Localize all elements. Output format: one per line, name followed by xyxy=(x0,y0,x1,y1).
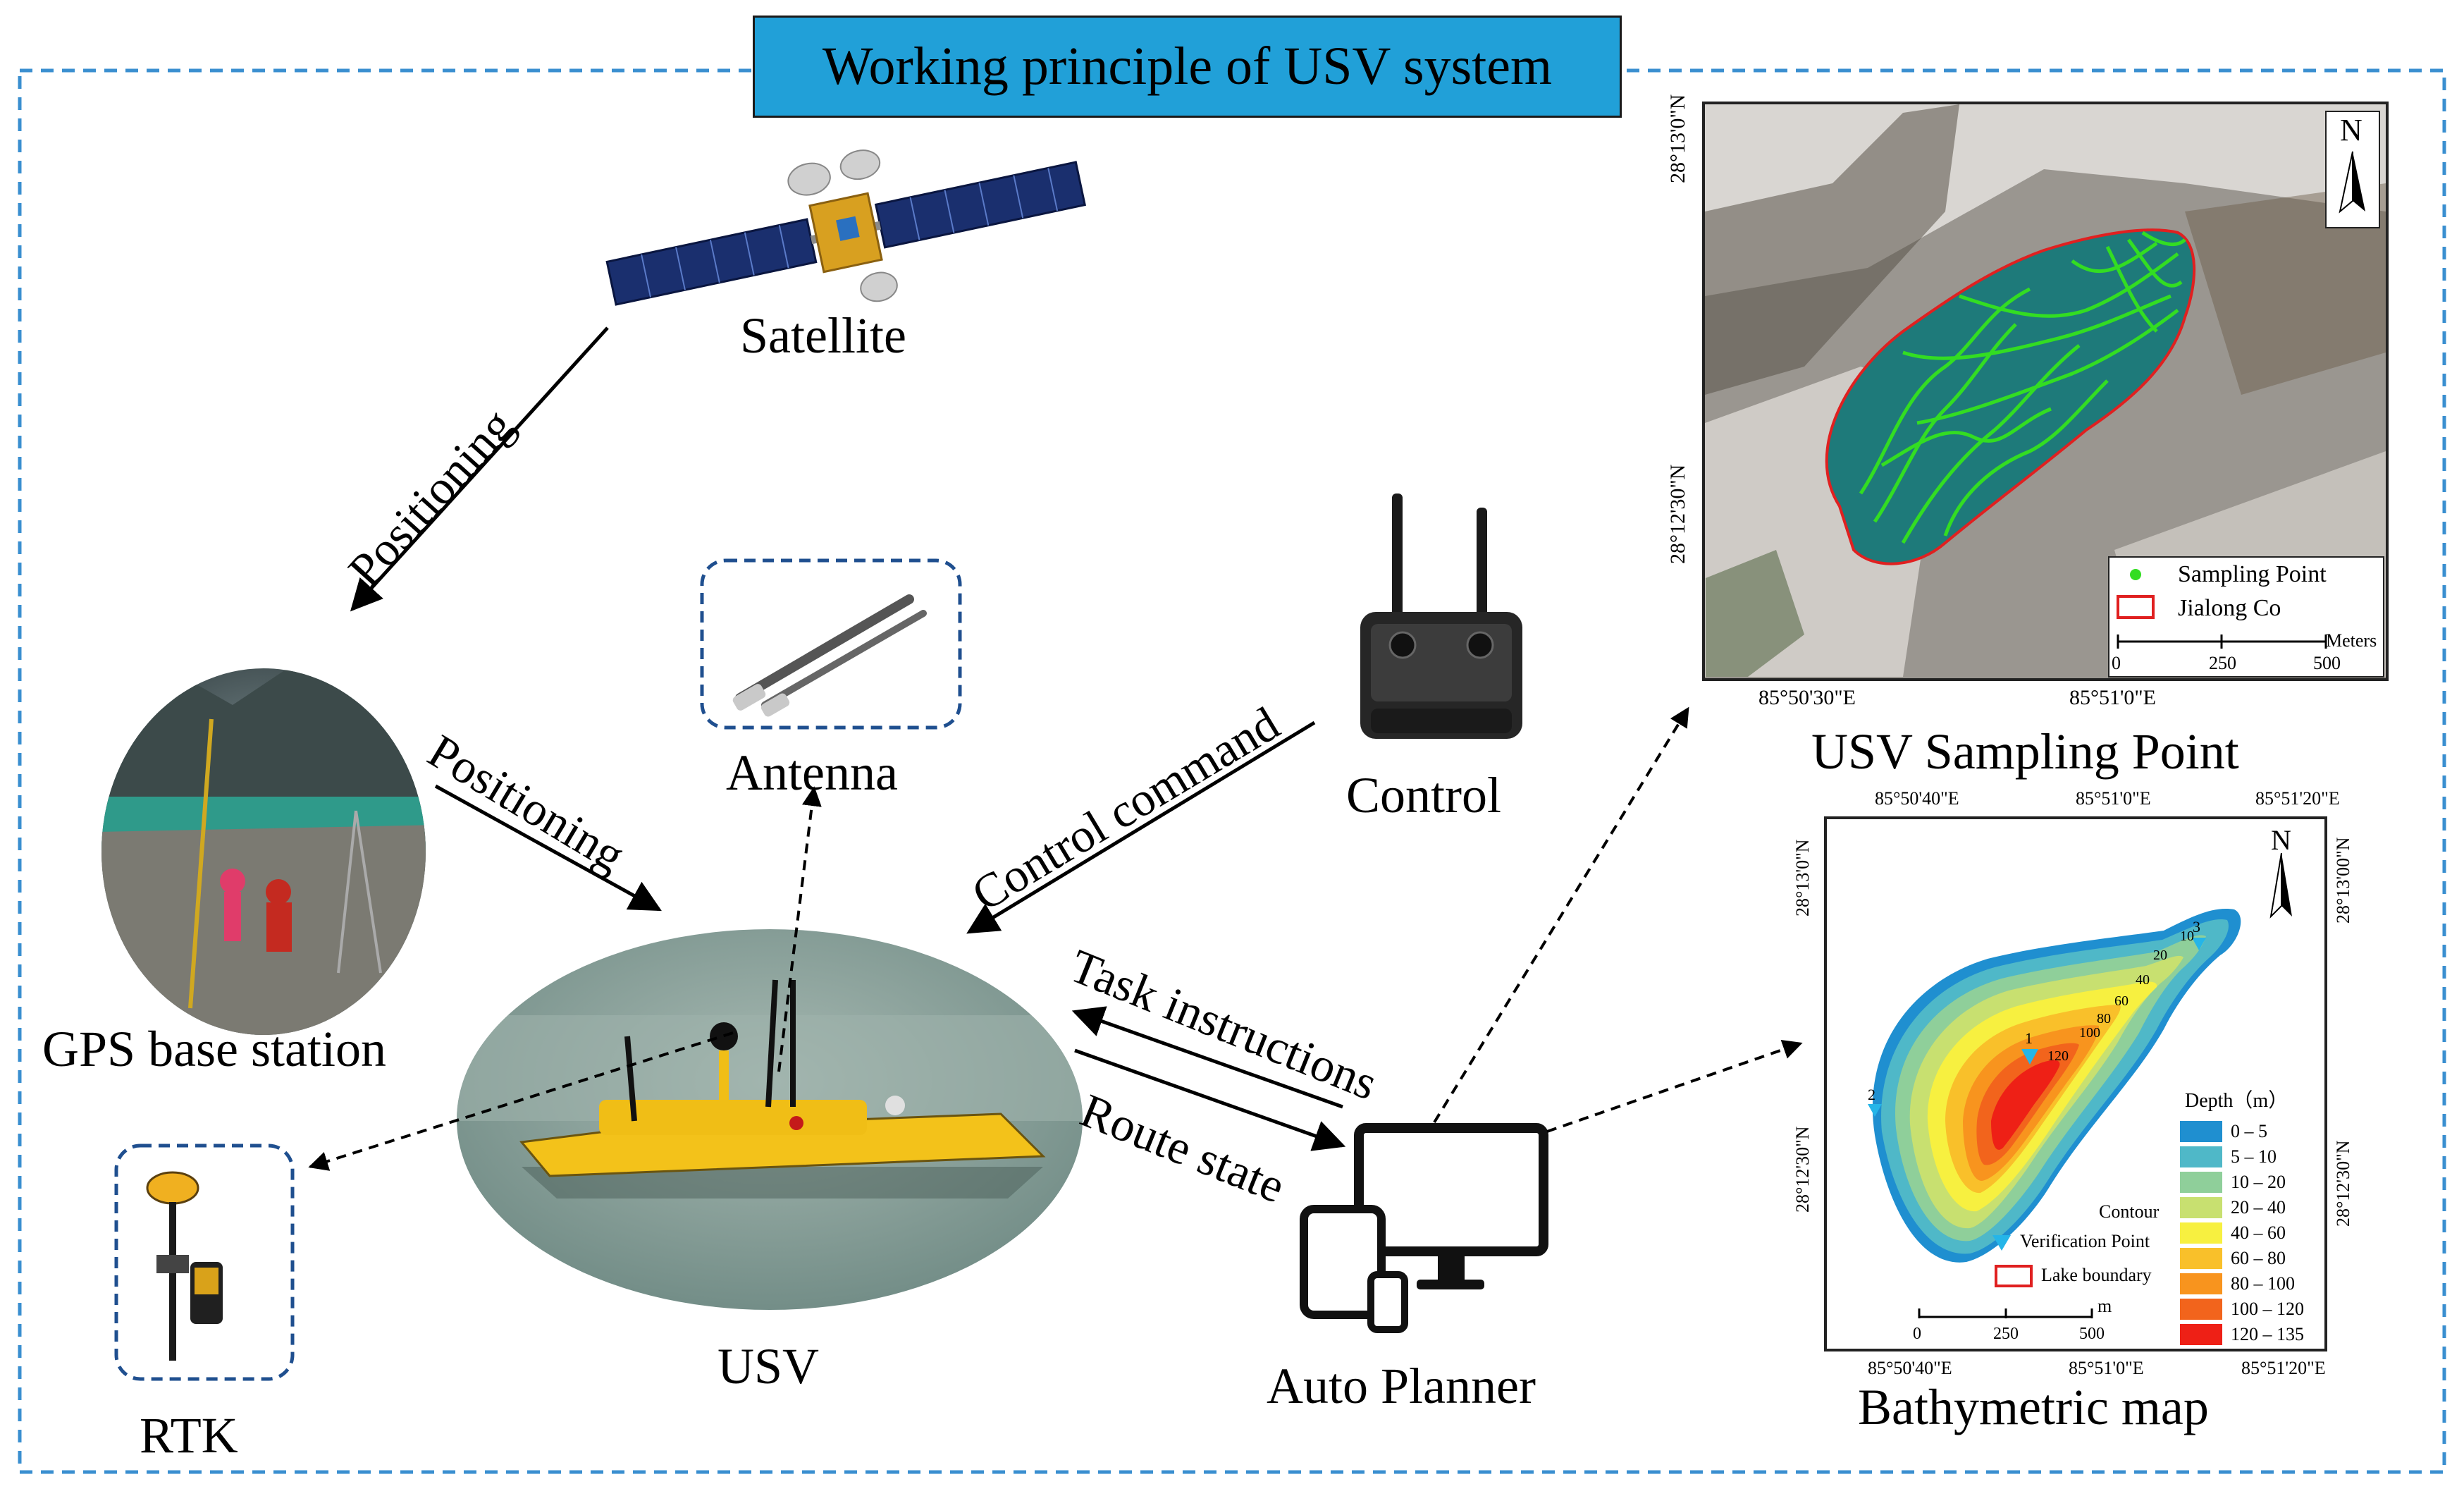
usv-label: USV xyxy=(717,1338,820,1394)
auto-planner-icon xyxy=(1300,1123,1548,1333)
satellite-icon xyxy=(605,149,1087,306)
arrow-task-instructions xyxy=(1071,1006,1343,1109)
usv-photo xyxy=(457,929,1083,1310)
bathy-lon-bottom-1: 85°50'40"E xyxy=(1868,1358,1952,1378)
arrow-gps-to-usv xyxy=(434,784,662,912)
contour-value: 40 xyxy=(2136,972,2150,988)
depth-swatch xyxy=(2180,1324,2222,1345)
bathy-lon-top-1: 85°50'40"E xyxy=(1875,788,1959,809)
point-label: 3 xyxy=(2193,918,2200,936)
arrow-planner-to-sampling-map xyxy=(1433,706,1689,1124)
contour-value: 80 xyxy=(2097,1011,2111,1026)
arrow-satellite-to-gps xyxy=(350,326,609,612)
arrow-planner-to-bathymetric-map xyxy=(1546,1040,1803,1133)
bathymetric-map xyxy=(1824,816,2327,1351)
depth-class-label: 40 – 60 xyxy=(2231,1222,2286,1243)
sampling-map-lon-right: 85°51'0"E xyxy=(2069,686,2156,709)
depth-class-label: 5 – 10 xyxy=(2231,1146,2277,1167)
depth-legend-title: Depth（m） xyxy=(2185,1090,2289,1112)
bathy-lon-top-2: 85°51'0"E xyxy=(2076,788,2151,809)
sampling-map-lon-left: 85°50'30"E xyxy=(1758,686,1856,709)
bathy-lat-left-1: 28°13'0"N xyxy=(1792,839,1813,917)
bathy-lon-bottom-2: 85°51'0"E xyxy=(2069,1358,2144,1378)
bathy-scale-0: 0 xyxy=(1913,1325,1921,1343)
bathy-lon-top-3: 85°51'20"E xyxy=(2255,788,2340,809)
contour-label: Contour xyxy=(2099,1201,2160,1222)
antenna-box xyxy=(700,558,962,730)
depth-legend-swatches xyxy=(2180,1121,2222,1345)
depth-class-label: 80 – 100 xyxy=(2231,1273,2295,1294)
satellite-label: Satellite xyxy=(740,307,906,364)
arrow-route-state xyxy=(1074,1048,1346,1151)
controller-icon xyxy=(1360,494,1522,739)
depth-swatch xyxy=(2180,1172,2222,1193)
depth-swatch xyxy=(2180,1146,2222,1167)
gps-base-station-photo xyxy=(101,668,426,1035)
sampling-scale-500: 500 xyxy=(2313,653,2341,673)
auto-planner-label: Auto Planner xyxy=(1267,1358,1536,1414)
verification-point-label: Verification Point xyxy=(2020,1231,2150,1251)
sampling-scale-unit: Meters xyxy=(2326,630,2377,651)
depth-swatch xyxy=(2180,1197,2222,1218)
sampling-scale-250: 250 xyxy=(2209,653,2236,673)
depth-class-label: 60 – 80 xyxy=(2231,1248,2286,1268)
sampling-point-tracks xyxy=(1859,231,2186,544)
rtk-box xyxy=(114,1144,295,1381)
bathy-lon-bottom-3: 85°51'20"E xyxy=(2241,1358,2326,1378)
sampling-map-caption: USV Sampling Point xyxy=(1811,723,2239,780)
depth-class-label: 20 – 40 xyxy=(2231,1197,2286,1218)
depth-class-label: 100 – 120 xyxy=(2231,1299,2304,1319)
contour-value: 10 xyxy=(2180,928,2194,944)
bathy-lat-right-2: 28°12'30"N xyxy=(2333,1140,2353,1227)
verification-point-icon xyxy=(2021,1049,2038,1065)
legend-sampling-point: Sampling Point xyxy=(2178,561,2327,587)
rtk-receiver-icon xyxy=(146,1171,223,1361)
depth-swatch xyxy=(2180,1121,2222,1142)
contour-value: 60 xyxy=(2114,993,2129,1009)
arrow-control-to-usv xyxy=(966,721,1316,934)
sampling-map-lat-mid: 28°12'30"N xyxy=(1666,464,1689,564)
bathy-scale-250: 250 xyxy=(1993,1325,2019,1343)
sampling-scale-0: 0 xyxy=(2112,653,2121,673)
depth-swatch xyxy=(2180,1273,2222,1294)
gps-base-station-label: GPS base station xyxy=(42,1021,387,1077)
bathy-lat-left-2: 28°12'30"N xyxy=(1792,1126,1813,1213)
arrow-usv-to-rtk xyxy=(308,1031,734,1171)
antenna-icon xyxy=(732,594,927,717)
depth-swatch xyxy=(2180,1222,2222,1244)
point-label: 2 xyxy=(1868,1086,1875,1103)
control-label: Control xyxy=(1346,767,1502,823)
contour-value: 100 xyxy=(2079,1025,2100,1041)
bathy-scale-unit: m xyxy=(2098,1296,2112,1316)
bathy-lat-right-1: 28°13'00"N xyxy=(2333,837,2353,924)
point-label: 1 xyxy=(2025,1029,2033,1047)
contour-value: 20 xyxy=(2153,948,2167,963)
rtk-label: RTK xyxy=(140,1407,238,1464)
bathy-north-arrow-icon xyxy=(2269,852,2292,919)
lake-boundary-label: Lake boundary xyxy=(2041,1265,2152,1285)
contour-value: 120 xyxy=(2047,1048,2069,1064)
bathymetric-map-caption: Bathymetric map xyxy=(1858,1379,2209,1435)
sampling-map-lat-top: 28°13'0"N xyxy=(1666,94,1689,183)
legend-jialong-co: Jialong Co xyxy=(2178,595,2281,621)
antenna-label: Antenna xyxy=(726,744,898,801)
depth-swatch xyxy=(2180,1299,2222,1320)
arrow-usv-to-antenna xyxy=(777,786,822,1072)
depth-class-label: 120 – 135 xyxy=(2231,1324,2304,1344)
depth-class-label: 10 – 20 xyxy=(2231,1172,2286,1192)
diagram-title: Working principle of USV system xyxy=(753,16,1622,118)
depth-class-label: 0 – 5 xyxy=(2231,1121,2267,1141)
depth-swatch xyxy=(2180,1248,2222,1269)
sampling-point-map xyxy=(1702,102,2389,681)
sampling-map-north-letter: N xyxy=(2340,113,2363,147)
bathy-north-letter: N xyxy=(2271,824,2291,856)
bathy-scale-500: 500 xyxy=(2079,1325,2105,1343)
